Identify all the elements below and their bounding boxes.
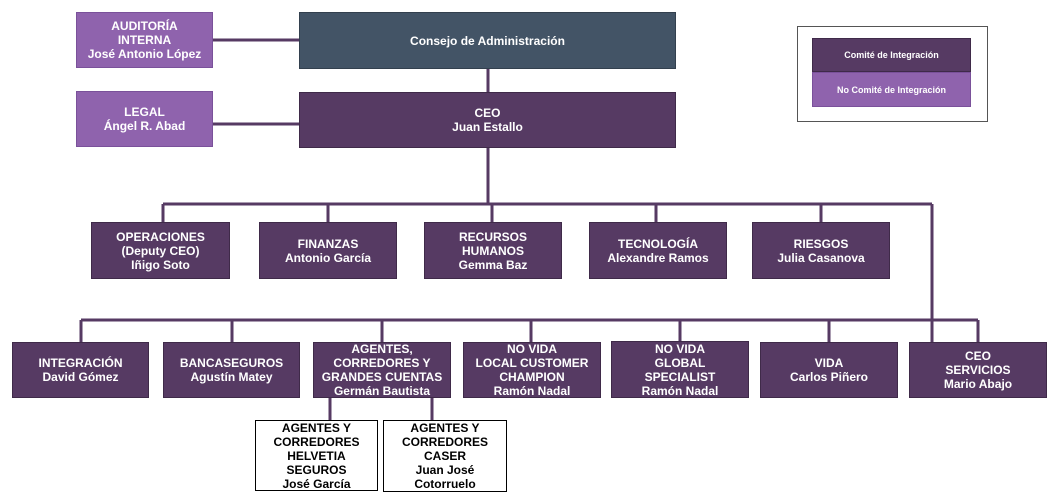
box-operaciones: OPERACIONES(Deputy CEO)Iñigo Soto [91, 222, 230, 279]
box-consejo-administracion: Consejo de Administración [299, 12, 676, 69]
legend-item-no-comite-integracion: No Comité de Integración [812, 72, 971, 107]
legend-item-comite-integracion: Comité de Integración [812, 38, 971, 72]
legend: Comité de Integración No Comité de Integ… [797, 26, 988, 122]
